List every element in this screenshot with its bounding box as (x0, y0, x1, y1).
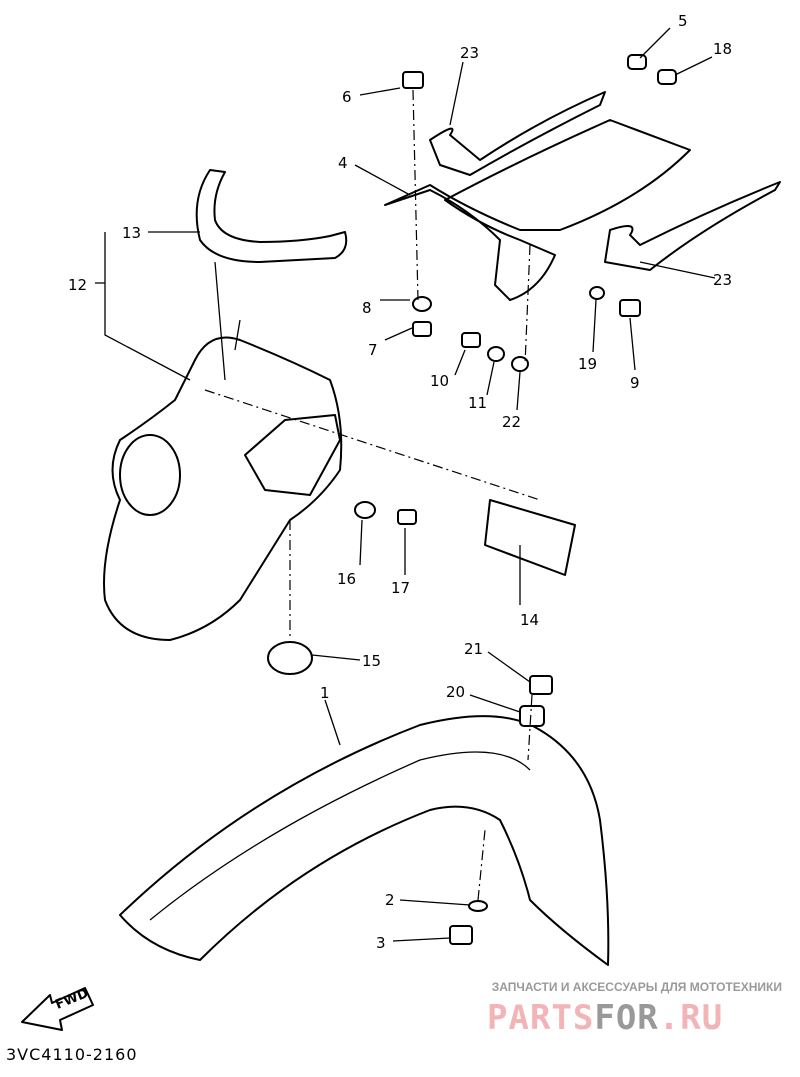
callout-15: 15 (362, 652, 381, 670)
part-2-washer (468, 900, 488, 912)
part-12-tube (214, 261, 241, 381)
part-4-bracket (384, 119, 691, 301)
part-20-grommet (519, 705, 545, 727)
part-7-nut (412, 321, 432, 337)
callout-17: 17 (391, 579, 410, 597)
callout-13: 13 (122, 224, 141, 242)
assembly-lines (204, 89, 541, 901)
part-8-washer (412, 296, 432, 312)
callout-1: 1 (320, 684, 330, 702)
part-12-plate (244, 414, 341, 496)
fwd-arrow-icon (21, 987, 94, 1031)
callout-16: 16 (337, 570, 356, 588)
callout-23-top: 23 (460, 44, 479, 62)
part-5-cap (627, 54, 647, 70)
callout-4: 4 (338, 154, 348, 172)
part-17-screw (397, 509, 417, 525)
part-1-fender (119, 715, 610, 966)
callout-21: 21 (464, 640, 483, 658)
watermark-logo: PARTSFOR.RU (487, 1000, 723, 1036)
leader-lines (95, 27, 716, 942)
part-3-bolt (449, 925, 473, 945)
callout-7: 7 (368, 341, 378, 359)
part-23-plate-lower (604, 181, 781, 271)
part-11-washer (487, 346, 505, 362)
part-9-bolt (619, 299, 641, 317)
part-22-washer (511, 356, 529, 372)
part-21-bolt (529, 675, 553, 695)
diagram-code: 3VC4110-2160 (6, 1045, 138, 1064)
callout-3: 3 (376, 934, 386, 952)
callout-6: 6 (342, 88, 352, 106)
watermark-tagline: ЗАПЧАСТИ И АКСЕССУАРЫ ДЛЯ МОТОТЕХНИКИ (491, 980, 782, 994)
callout-11: 11 (468, 394, 487, 412)
part-23-plate-upper (429, 91, 606, 176)
callout-2: 2 (385, 891, 395, 909)
callout-9: 9 (630, 374, 640, 392)
callout-18: 18 (713, 40, 732, 58)
part-16-washer (354, 501, 376, 519)
part-13-clamp (195, 169, 348, 263)
part-12-opening (119, 434, 181, 516)
callout-19: 19 (578, 355, 597, 373)
part-19-washer (589, 286, 605, 300)
part-14-reflector (484, 499, 576, 576)
callout-14: 14 (520, 611, 539, 629)
part-6-bolt (402, 71, 424, 89)
callout-5: 5 (678, 12, 688, 30)
watermark-logo-ru: .RU (658, 998, 724, 1038)
part-18-grommet (657, 69, 677, 85)
callout-10: 10 (430, 372, 449, 390)
callout-12: 12 (68, 276, 87, 294)
callout-23-right: 23 (713, 271, 732, 289)
part-1-fender-ridge (149, 751, 531, 921)
watermark-logo-for: FOR (594, 998, 659, 1038)
callout-22: 22 (502, 413, 521, 431)
callout-20: 20 (446, 683, 465, 701)
part-12-housing (103, 336, 343, 641)
part-10-nut (461, 332, 481, 348)
watermark-logo-parts: PARTS (487, 998, 595, 1038)
callout-8: 8 (362, 299, 372, 317)
part-15-grommet (267, 641, 313, 675)
